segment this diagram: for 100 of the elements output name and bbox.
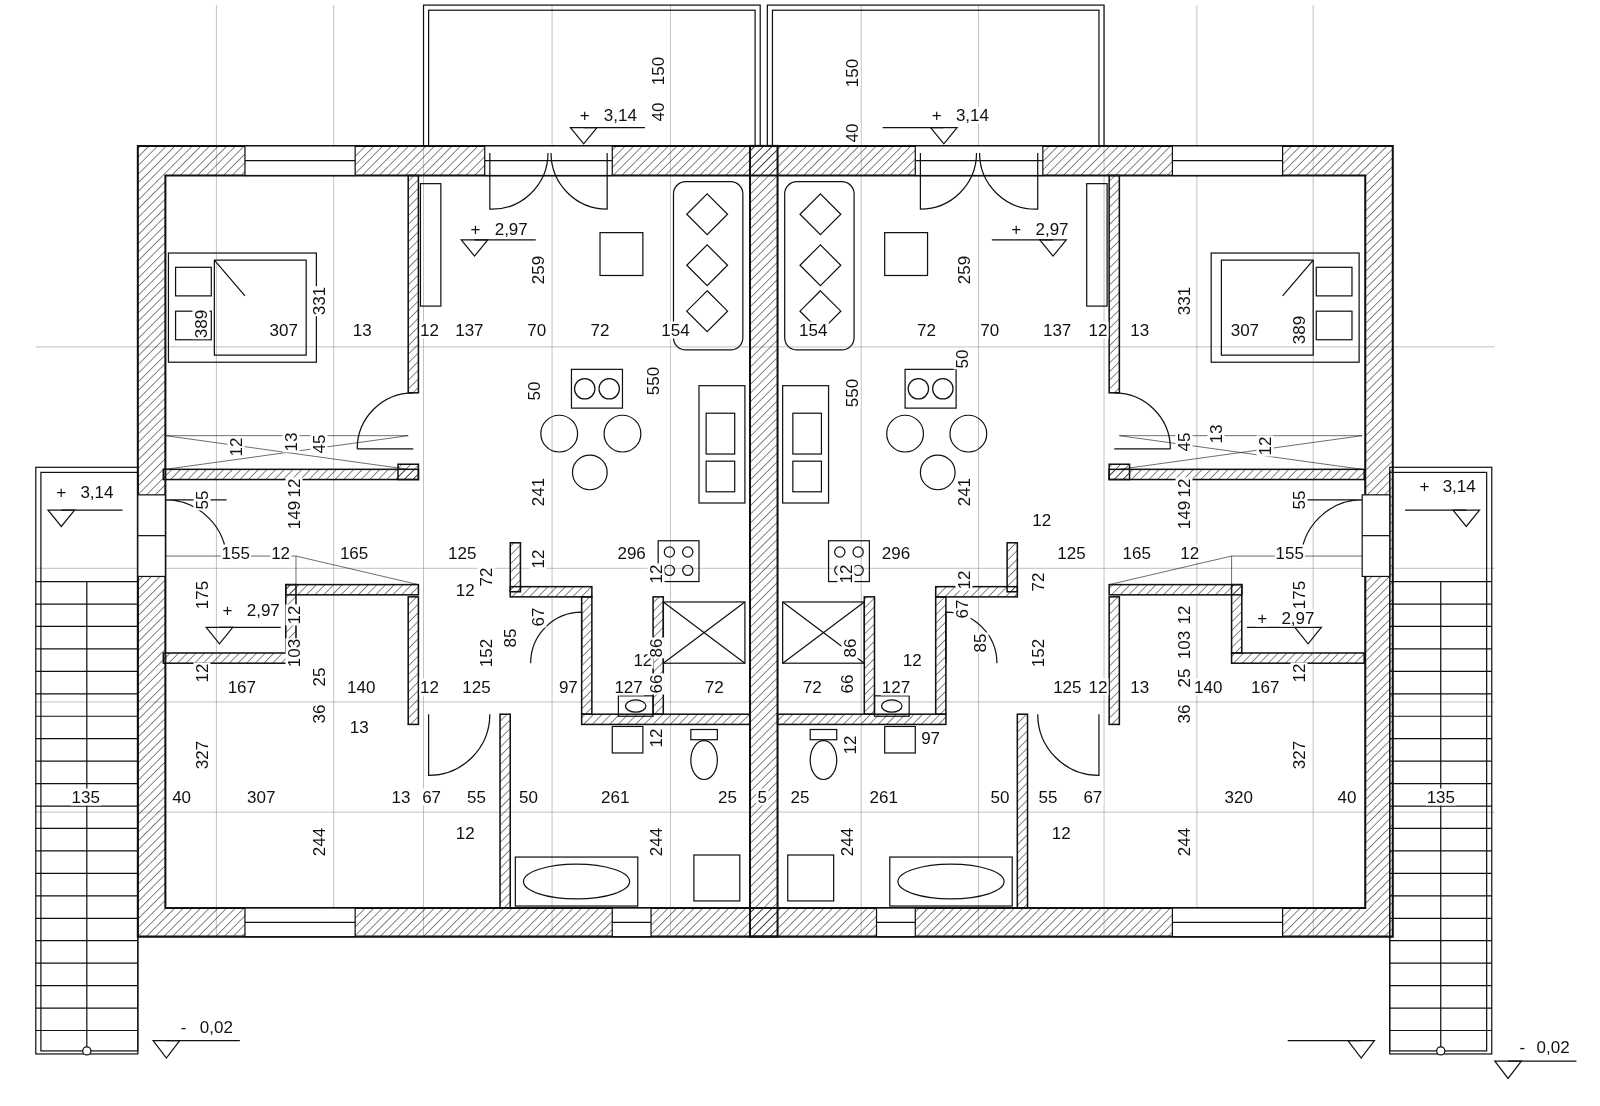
- dimension-label: 55: [466, 788, 487, 806]
- dimension-label: 12: [285, 604, 303, 626]
- dimension-label: 550: [644, 365, 662, 396]
- dimension-label: 67: [1082, 788, 1104, 806]
- dimension-label: 97: [920, 729, 942, 747]
- dimension-label: 167: [226, 678, 257, 696]
- dimension-label: 85: [971, 632, 989, 654]
- dimension-label: 12: [1175, 604, 1193, 626]
- dimension-label: 12: [837, 564, 855, 585]
- dimension-label: 25: [717, 788, 738, 806]
- dimension-label: 261: [600, 788, 631, 806]
- dimension-label: 12: [270, 544, 292, 562]
- dimension-label: 45: [1175, 431, 1193, 453]
- dimension-label: 13: [1129, 678, 1151, 696]
- dimension-label: 36: [310, 703, 328, 725]
- dimension-label: 97: [557, 678, 579, 696]
- dimension-label: 66: [838, 673, 856, 695]
- dimension-label: 152: [477, 637, 495, 669]
- dimension-label: 175: [1290, 579, 1308, 611]
- dimension-label: 12: [1031, 511, 1053, 529]
- dimension-label: 67: [421, 788, 443, 806]
- dimension-label: 389: [1290, 314, 1308, 345]
- dimension-label: 140: [1192, 678, 1224, 696]
- dimension-label: 12: [1087, 678, 1109, 696]
- level-label: 2,97: [1034, 220, 1070, 238]
- dimension-label: 12: [454, 824, 476, 842]
- level-label: 3,14: [602, 106, 638, 124]
- dimension-label: 12: [1050, 824, 1072, 842]
- level-label: 3,14: [79, 483, 115, 501]
- dimension-label: 12: [285, 477, 303, 499]
- level-label: 3,14: [954, 106, 990, 124]
- dimension-label: 12: [193, 663, 211, 684]
- dimension-label: 155: [220, 544, 251, 562]
- dimension-label: 149: [1175, 500, 1193, 531]
- dimension-label: 12: [419, 321, 441, 339]
- dimension-label: 241: [529, 476, 547, 507]
- level-label: 0,02: [1535, 1038, 1571, 1056]
- dimension-label: 125: [447, 544, 478, 562]
- dimension-label: 149: [285, 500, 303, 531]
- dimension-label: 12: [454, 581, 476, 599]
- dimension-label: 12: [1256, 435, 1274, 457]
- dimension-label: 13: [390, 788, 412, 806]
- dimension-label: 12: [955, 569, 973, 591]
- dimension-label: 12: [419, 678, 441, 696]
- dimension-label: 5: [756, 788, 768, 806]
- dimension-label: 12: [647, 564, 665, 585]
- level-label: 2,97: [245, 601, 281, 619]
- dimension-label: 135: [70, 788, 101, 806]
- dimension-label: 327: [193, 739, 211, 771]
- dimension-label: 296: [616, 544, 647, 562]
- dimension-label: 50: [989, 788, 1011, 806]
- dimension-label: 307: [268, 321, 299, 339]
- dimension-label: 40: [171, 788, 193, 806]
- dimension-label: 72: [1029, 571, 1047, 593]
- dimension-label: 67: [529, 606, 547, 628]
- dimension-label: 550: [843, 377, 861, 409]
- dimension-label: 244: [838, 826, 856, 857]
- dimension-label: 137: [454, 321, 485, 339]
- dimension-label: 259: [955, 255, 973, 286]
- dimension-label: 86: [841, 637, 859, 659]
- dimension-label: 66: [647, 673, 665, 695]
- dimension-label: 154: [660, 321, 691, 339]
- dimension-label: 331: [1175, 285, 1193, 317]
- dimension-label: 307: [246, 788, 277, 806]
- dimension-label: 13: [1129, 321, 1151, 339]
- dimension-label: 327: [1290, 739, 1308, 771]
- dimension-label: 40: [649, 101, 667, 123]
- dimension-label: 140: [346, 678, 377, 696]
- level-label: 0,02: [198, 1018, 234, 1035]
- dimension-label: 150: [843, 58, 861, 89]
- dimension-label: 152: [1029, 637, 1047, 669]
- dimension-label: 50: [518, 788, 539, 806]
- dimension-label: 13: [1207, 423, 1225, 445]
- dimension-label: 127: [880, 678, 912, 696]
- dimension-label: 125: [1056, 544, 1087, 562]
- dimension-label: 70: [526, 321, 548, 339]
- dimension-label: 50: [953, 348, 971, 370]
- dimension-label: 13: [282, 431, 300, 453]
- dimension-label: 13: [351, 321, 373, 339]
- dimension-label: 12: [841, 734, 859, 756]
- dimension-label: 244: [647, 826, 665, 857]
- dimension-label: 244: [310, 826, 328, 857]
- dimension-label: 137: [1041, 321, 1073, 339]
- dimension-label: 55: [1037, 788, 1059, 806]
- dimension-label: 12: [647, 727, 665, 749]
- dimension-label: 125: [1052, 678, 1083, 696]
- dimension-label: 25: [1175, 667, 1193, 688]
- dimension-label: 103: [285, 637, 303, 669]
- dimension-label: 72: [703, 678, 725, 696]
- dimension-label: 12: [901, 651, 923, 669]
- dimension-label: 389: [192, 309, 210, 340]
- dimension-label: 103: [1175, 629, 1193, 661]
- dimension-label: 40: [1336, 788, 1358, 806]
- dimension-label: 150: [649, 56, 667, 87]
- dimension-label: 13: [348, 718, 370, 735]
- dimension-label: 155: [1274, 544, 1305, 562]
- dimension-label: 50: [525, 380, 543, 402]
- dimension-label: 307: [1229, 321, 1261, 339]
- dimension-label: 12: [1175, 477, 1193, 499]
- dimension-label: 12: [227, 436, 245, 458]
